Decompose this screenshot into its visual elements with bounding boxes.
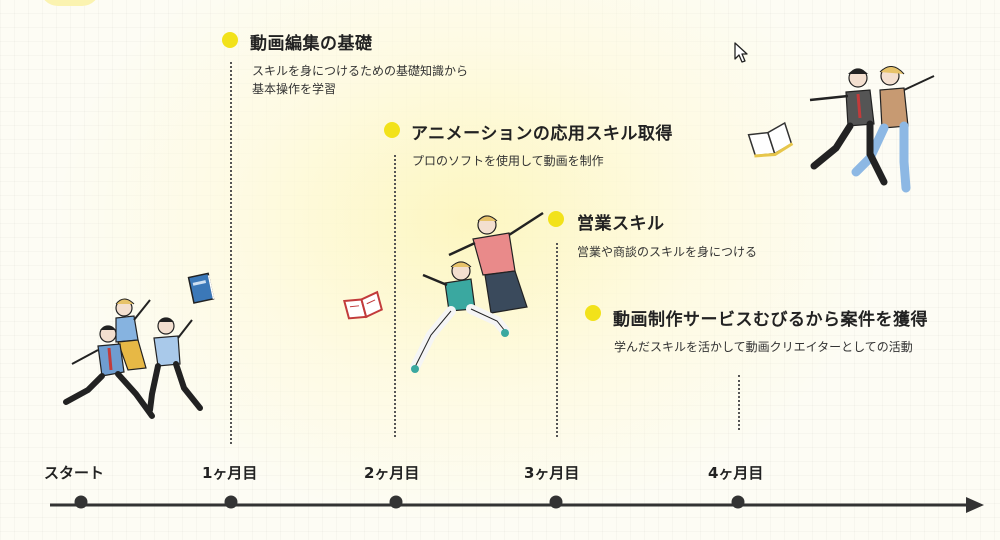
timeline-tick-start: [74, 495, 88, 509]
timeline-arrowhead-icon: [966, 497, 984, 513]
step-2-dotted-line: [394, 155, 396, 437]
step-1-dot: [222, 32, 238, 48]
timeline-tick-month-4: [731, 495, 745, 509]
step-2-dot: [384, 122, 400, 138]
timeline-label-month-4: 4ヶ月目: [708, 464, 764, 482]
step-2-title: アニメーションの応用スキル取得: [411, 124, 673, 144]
step-3-title: 営業スキル: [577, 214, 665, 234]
timeline-label-month-2: 2ヶ月目: [364, 464, 420, 482]
step-4-dotted-line: [738, 375, 740, 430]
timeline-label-month-1: 1ヶ月目: [202, 464, 258, 482]
step-4-dot: [585, 305, 601, 321]
timeline-tick-month-2: [389, 495, 403, 509]
step-3-desc-line-1: 営業や商談のスキルを身につける: [577, 245, 758, 259]
step-4-title: 動画制作サービスむびるから案件を獲得: [613, 310, 928, 330]
jumping-people-illustration: [410, 211, 544, 373]
step-1-title: 動画編集の基礎: [250, 34, 373, 54]
timeline-label-start: スタート: [44, 464, 105, 482]
running-couple-illustration: [809, 66, 935, 193]
step-1-desc-line-1: スキルを身につけるための基礎知識から: [252, 64, 469, 78]
timeline-tick-month-1: [224, 495, 238, 509]
open-book-icon: [343, 290, 383, 320]
corner-decoration: [40, 0, 100, 6]
step-1-dotted-line: [230, 62, 232, 444]
book-icon: [187, 272, 215, 304]
step-2-desc-line-1: プロのソフトを使用して動画を制作: [412, 154, 604, 168]
mouse-cursor-icon: [734, 42, 748, 63]
timeline-label-month-3: 3ヶ月目: [524, 464, 580, 482]
open-book-icon: [747, 121, 794, 158]
step-3-dotted-line: [556, 243, 558, 437]
step-1-desc-line-2: 基本操作を学習: [252, 82, 337, 96]
running-people-illustration-left: [63, 298, 203, 419]
timeline-tick-month-3: [549, 495, 563, 509]
step-3-dot: [548, 211, 564, 227]
step-4-desc-line-1: 学んだスキルを活かして動画クリエイターとしての活動: [614, 340, 913, 354]
